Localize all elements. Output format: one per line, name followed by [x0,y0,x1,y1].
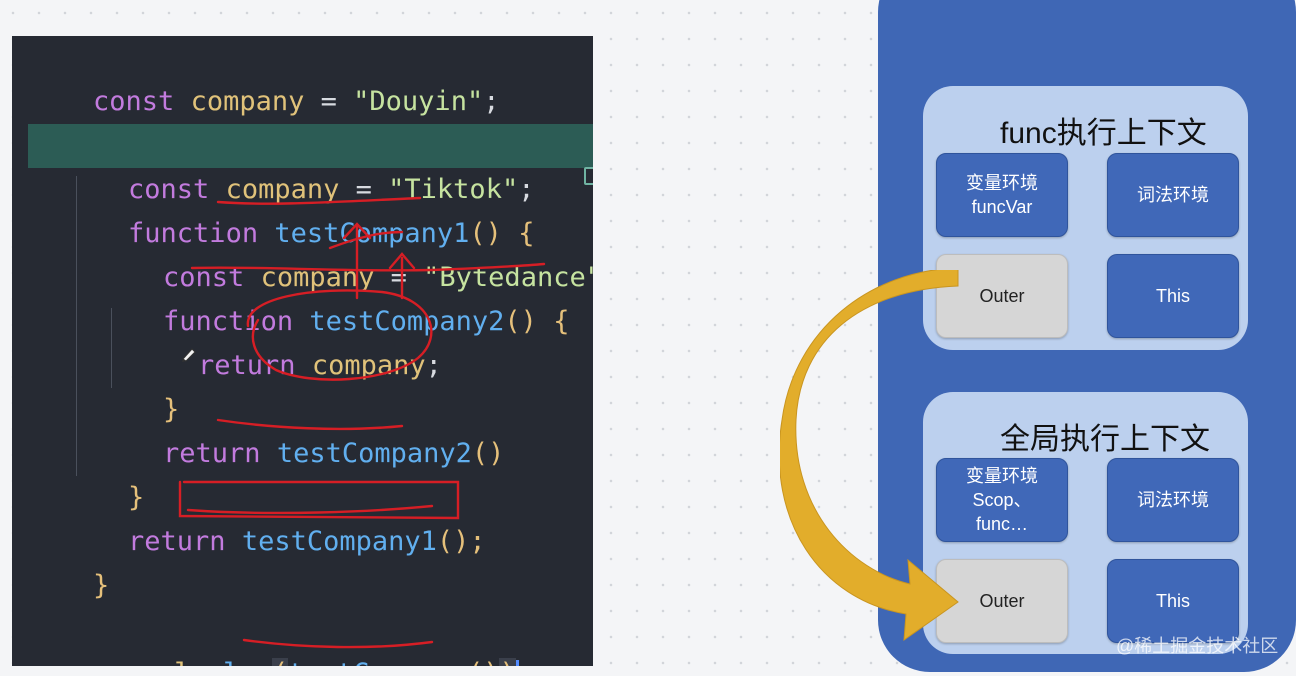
code-line-3-highlighted: const company = "Tiktok"; [28,124,593,205]
code-line-5: const company = "Bytedance"; [163,262,593,293]
func-lexical-environment: 词法环境 [1107,153,1239,237]
global-lexical-environment: 词法环境 [1107,458,1239,542]
func-context-title: func执行上下文 [1000,117,1207,150]
code-line-2: function testCompany() { [28,80,593,161]
code-line-10: } [128,482,145,513]
global-this: This [1107,559,1239,643]
code-line-7: return company; [198,350,442,381]
func-outer: Outer [936,254,1068,338]
code-editor: const company = "Douyin"; function testC… [12,36,593,666]
keyword-const: const [93,86,175,117]
code-line-1: const company = "Douyin"; [93,86,500,117]
func-this: This [1107,254,1239,338]
global-outer: Outer [936,559,1068,643]
pencil-cursor-icon [182,348,196,362]
code-line-6: function testCompany2() { [163,306,570,337]
code-line-12: } [93,570,110,601]
indent-guide [111,308,112,388]
global-context-title: 全局执行上下文 [1000,423,1210,456]
indent-guide [76,176,77,476]
watermark: @稀土掘金技术社区 [1116,636,1279,656]
code-line-4: function testCompany1() { [128,218,535,249]
text-cursor [515,659,519,666]
outer-reference-arrow [780,270,959,642]
string-literal: "Douyin" [353,86,484,117]
code-line-9: return testCompany2() [163,438,505,469]
code-line-11: return testCompany1(); [128,526,486,557]
code-line-8: } [163,394,180,425]
code-line-13: console.log(testCompany()) [28,608,593,666]
code-folding-icon[interactable] [584,167,593,185]
identifier: company [190,86,305,117]
